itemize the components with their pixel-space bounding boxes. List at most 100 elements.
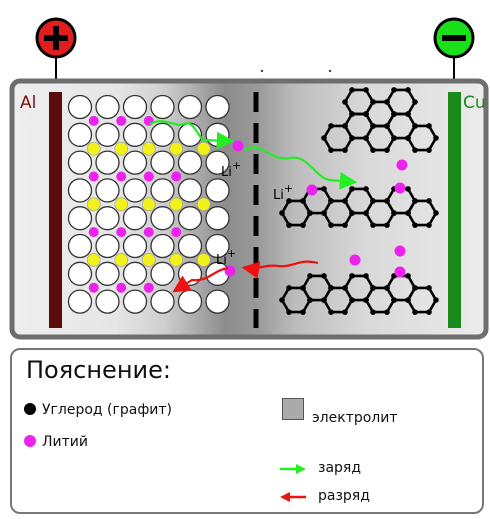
lithium-ion — [306, 184, 318, 196]
carbon-atom — [412, 285, 418, 291]
carbon-atom — [349, 273, 355, 279]
carbon-atom — [321, 135, 327, 141]
carbon-atom — [321, 297, 327, 303]
carbon-atom — [433, 135, 439, 141]
discharge-arrow — [172, 266, 229, 293]
oxygen-sphere — [95, 233, 120, 259]
lithium-ion — [394, 245, 406, 257]
lithium-atom — [116, 282, 127, 293]
oxygen-sphere — [67, 233, 93, 259]
legend-electrolyte-label: электролит — [312, 410, 398, 426]
carbon-atom — [307, 273, 313, 279]
carbon-atom — [328, 222, 334, 228]
carbon-atom — [384, 99, 390, 105]
carbon-atom — [412, 198, 418, 204]
lithium-atom — [116, 227, 127, 238]
carbon-atom — [426, 285, 432, 291]
metal-oxide-atom — [86, 253, 101, 267]
oxygen-sphere — [177, 289, 203, 314]
metal-oxide-atom — [114, 141, 129, 156]
carbon-atom — [412, 123, 418, 129]
carbon-atom — [349, 186, 355, 192]
oxygen-sphere — [67, 206, 93, 231]
lithium-dot-icon — [24, 435, 36, 447]
carbon-atom — [391, 135, 397, 141]
li-ion-label: Li+ — [273, 182, 293, 203]
oxygen-sphere — [122, 122, 148, 147]
carbon-atom — [384, 222, 390, 228]
lithium-ion — [396, 159, 408, 171]
carbon-atom — [321, 186, 327, 192]
carbon-atom — [363, 186, 369, 192]
carbon-atom — [405, 111, 411, 117]
discharge-arrow-icon — [280, 492, 306, 502]
graphite-anode — [279, 87, 439, 315]
carbon-atom — [391, 297, 397, 303]
lithium-atom — [116, 171, 127, 182]
oxygen-sphere — [67, 94, 93, 120]
oxygen-sphere — [177, 233, 203, 259]
carbon-atom — [363, 210, 369, 216]
lithium-atom — [143, 282, 154, 293]
metal-oxide-atom — [196, 197, 211, 212]
anode-plate — [448, 92, 461, 328]
carbon-atom — [342, 285, 348, 291]
carbon-atom — [363, 87, 369, 93]
lithium-ion — [349, 254, 361, 266]
carbon-atom — [286, 198, 292, 204]
carbon-atom — [405, 297, 411, 303]
metal-oxide-atom — [141, 197, 156, 212]
carbon-atom — [321, 210, 327, 216]
carbon-atom — [384, 123, 390, 129]
carbon-atom — [370, 198, 376, 204]
cathode-label: Al — [20, 93, 36, 113]
carbon-atom — [405, 273, 411, 279]
carbon-atom — [328, 309, 334, 315]
oxygen-sphere — [67, 178, 93, 203]
speck-dot — [328, 69, 332, 73]
oxygen-sphere — [177, 206, 203, 231]
legend-carbon-label: Углерод (графит) — [42, 402, 172, 418]
oxygen-sphere — [150, 233, 175, 259]
carbon-atom — [412, 147, 418, 153]
oxygen-sphere — [205, 122, 230, 147]
carbon-atom — [384, 309, 390, 315]
carbon-atom — [370, 123, 376, 129]
oxygen-sphere — [205, 289, 230, 314]
carbon-atom — [349, 210, 355, 216]
oxygen-sphere — [205, 150, 230, 175]
oxygen-sphere — [95, 122, 120, 147]
carbon-atom — [405, 135, 411, 141]
lithium-atom — [143, 227, 154, 238]
carbon-atom — [342, 309, 348, 315]
carbon-atom — [370, 309, 376, 315]
oxygen-sphere — [122, 206, 148, 231]
oxygen-sphere — [150, 289, 175, 314]
oxygen-sphere — [177, 94, 203, 120]
carbon-atom — [426, 123, 432, 129]
carbon-atom — [286, 309, 292, 315]
carbon-atom — [279, 297, 285, 303]
carbon-atom — [412, 99, 418, 105]
discharge-arrow — [241, 260, 319, 279]
oxygen-sphere — [122, 233, 148, 259]
oxygen-sphere — [95, 150, 120, 175]
carbon-atom — [426, 198, 432, 204]
lithium-atom — [88, 227, 99, 238]
carbon-atom — [384, 147, 390, 153]
carbon-atom — [300, 309, 306, 315]
carbon-atom — [391, 210, 397, 216]
lithium-atom — [88, 282, 99, 293]
metal-oxide-atom — [141, 141, 156, 156]
carbon-atom — [307, 297, 313, 303]
carbon-atom — [349, 87, 355, 93]
carbon-atom — [349, 135, 355, 141]
carbon-atom — [328, 198, 334, 204]
carbon-atom — [342, 99, 348, 105]
carbon-atom — [321, 273, 327, 279]
carbon-atom — [286, 285, 292, 291]
plus-terminal — [35, 17, 77, 59]
oxygen-sphere — [122, 150, 148, 175]
electrolyte-swatch-icon — [282, 398, 304, 420]
legend-carbon: Углерод (графит) — [24, 402, 172, 418]
